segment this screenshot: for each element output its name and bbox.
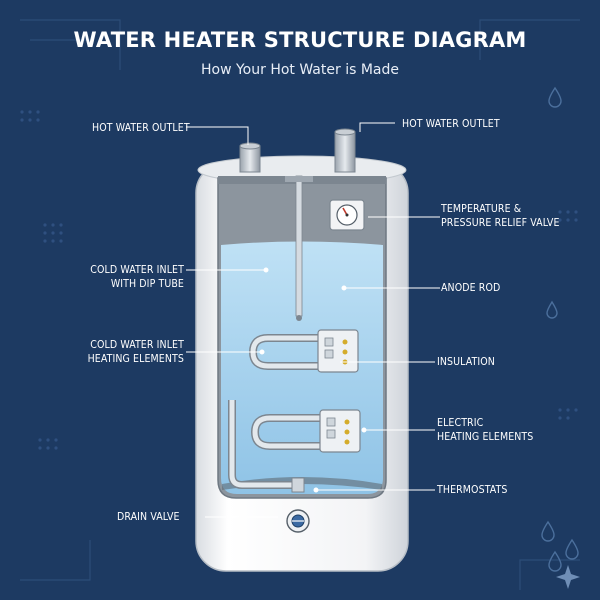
- hot-water-outlet-pipe-left: [239, 142, 261, 173]
- label-cold-water-inlet-heating: COLD WATER INLET HEATING ELEMENTS: [87, 339, 184, 365]
- label-electric-heating-elements: ELECTRIC HEATING ELEMENTS: [437, 417, 534, 443]
- page-subtitle: How Your Hot Water is Made: [201, 62, 399, 78]
- label-insulation: INSULATION: [437, 356, 495, 368]
- label-drain-valve: DRAIN VALVE: [117, 511, 180, 523]
- cold-water-inlet-bottom-pipe: [228, 400, 305, 493]
- dip-tube: [285, 175, 313, 321]
- label-hot-water-outlet-left: HOT WATER OUTLET: [92, 122, 190, 134]
- water-drop-icon: [541, 86, 579, 572]
- label-tpr-valve: TEMPERATURE & PRESSURE RELIEF VALVE: [441, 203, 560, 229]
- leader-lines: [186, 122, 440, 518]
- label-cold-water-inlet-dip-tube: COLD WATER INLET WITH DIP TUBE: [90, 264, 184, 290]
- label-hot-water-outlet-right: HOT WATER OUTLET: [402, 118, 500, 130]
- hot-water-outlet-pipe-right: [334, 128, 356, 173]
- lower-heating-element: [250, 409, 361, 453]
- gauge-icon: [329, 199, 365, 231]
- page-title: WATER HEATER STRUCTURE DIAGRAM: [73, 28, 527, 52]
- label-thermostats: THERMOSTATS: [437, 484, 508, 496]
- label-anode-rod: ANODE ROD: [441, 282, 501, 294]
- drain-valve: [286, 509, 310, 533]
- sparkle-icon: [556, 565, 580, 589]
- background-dots: [20, 110, 578, 450]
